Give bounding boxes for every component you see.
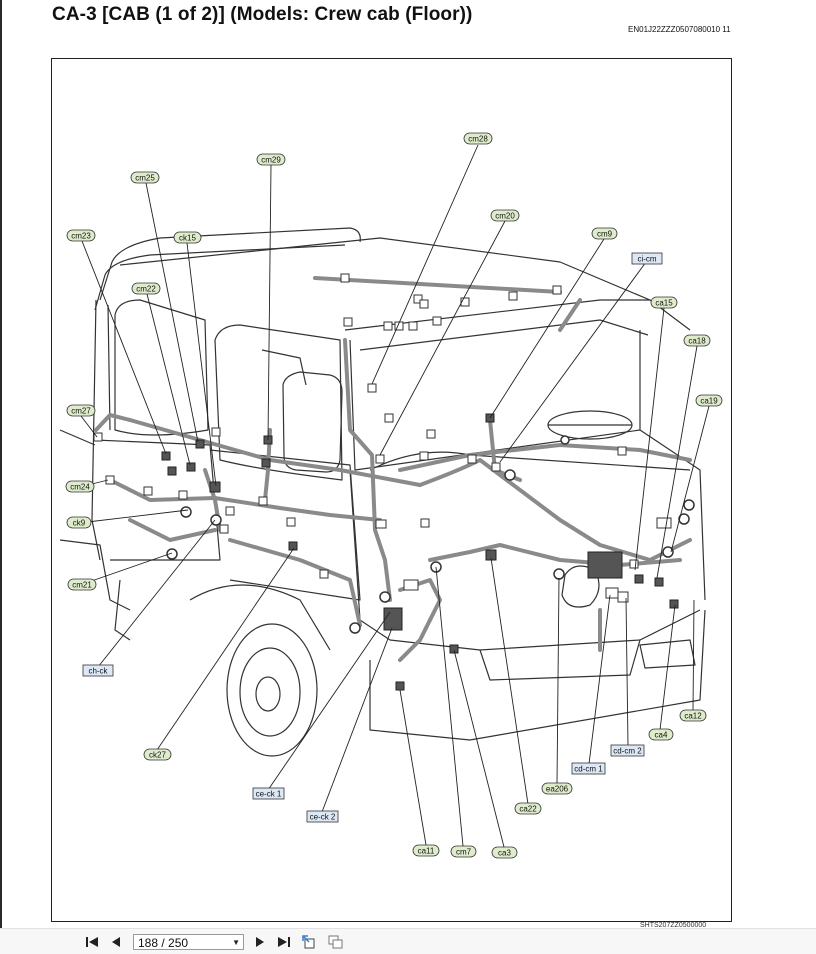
label-ca19: ca19 xyxy=(695,394,723,407)
svg-text:cm29: cm29 xyxy=(261,156,281,165)
label-cm20: cm20 xyxy=(490,209,520,222)
svg-text:cm22: cm22 xyxy=(136,285,156,294)
label-ca18: ca18 xyxy=(683,334,711,347)
svg-text:ca15: ca15 xyxy=(655,299,673,308)
svg-text:cm28: cm28 xyxy=(468,135,488,144)
label-ca15: ca15 xyxy=(650,296,678,309)
document-code: EN01J22ZZZ0507080010 11 xyxy=(628,25,731,34)
svg-text:cm27: cm27 xyxy=(71,407,91,416)
label-cm7: cm7 xyxy=(450,845,477,858)
svg-text:ce-ck 1: ce-ck 1 xyxy=(256,790,282,799)
label-cm22: cm22 xyxy=(131,282,161,295)
last-page-icon[interactable] xyxy=(276,934,292,950)
label-ce-ck-2: ce-ck 2 xyxy=(306,810,339,823)
label-cd-cm-1: cd-cm 1 xyxy=(571,762,606,775)
label-ch-ck: ch-ck xyxy=(82,664,114,677)
svg-text:cm20: cm20 xyxy=(495,212,515,221)
label-cm29: cm29 xyxy=(256,153,286,166)
label-ea206: ea206 xyxy=(541,782,573,795)
svg-text:cd-cm 2: cd-cm 2 xyxy=(613,747,642,756)
svg-text:ca3: ca3 xyxy=(498,849,511,858)
label-cm27: cm27 xyxy=(66,404,96,417)
rotate-view-icon[interactable] xyxy=(302,934,318,950)
label-ck15: ck15 xyxy=(173,231,202,244)
svg-text:ca11: ca11 xyxy=(418,847,435,856)
svg-text:ea206: ea206 xyxy=(546,785,569,794)
svg-text:ch-ck: ch-ck xyxy=(88,667,108,676)
label-cm28: cm28 xyxy=(463,132,493,145)
diagram-frame xyxy=(51,58,732,922)
pdf-viewer-toolbar: 188 / 250 ▼ xyxy=(0,928,816,954)
label-ca11: ca11 xyxy=(412,844,440,857)
label-ca3: ca3 xyxy=(491,846,518,859)
label-cm21: cm21 xyxy=(67,578,97,591)
page-number-select[interactable]: 188 / 250 ▼ xyxy=(133,934,244,950)
svg-text:ce-ck 2: ce-ck 2 xyxy=(310,813,336,822)
page-title: CA-3 [CAB (1 of 2)] (Models: Crew cab (F… xyxy=(52,4,473,25)
label-ca4: ca4 xyxy=(648,728,674,741)
svg-text:ca4: ca4 xyxy=(655,731,668,740)
chevron-down-icon: ▼ xyxy=(232,938,240,947)
svg-text:cm25: cm25 xyxy=(135,174,155,183)
footer-code: SHTS207ZZ0500000 xyxy=(640,922,707,928)
svg-text:ca18: ca18 xyxy=(688,337,706,346)
label-ca12: ca12 xyxy=(679,709,707,722)
next-page-icon[interactable] xyxy=(252,934,268,950)
label-cm23: cm23 xyxy=(66,229,96,242)
page-left-border xyxy=(0,0,2,928)
svg-text:ca19: ca19 xyxy=(700,397,718,406)
label-ck27: ck27 xyxy=(143,748,172,761)
label-ce-ck-1: ce-ck 1 xyxy=(252,787,285,800)
svg-text:cm9: cm9 xyxy=(597,230,613,239)
svg-text:cm7: cm7 xyxy=(456,848,472,857)
thumbnail-view-icon[interactable] xyxy=(328,934,344,950)
svg-text:cm21: cm21 xyxy=(72,581,92,590)
label-cm25: cm25 xyxy=(130,171,160,184)
first-page-icon[interactable] xyxy=(84,934,100,950)
svg-text:ck27: ck27 xyxy=(149,751,166,760)
wiring-diagram: cm28 cm29 cm25 cm20 cm9 ci-cm cm23 ck15 xyxy=(59,132,723,859)
label-cm24: cm24 xyxy=(65,480,95,493)
label-ck9: ck9 xyxy=(66,516,92,529)
label-ca22: ca22 xyxy=(514,802,542,815)
page-number-text: 188 / 250 xyxy=(138,936,189,950)
svg-text:ca12: ca12 xyxy=(684,712,702,721)
pdf-page: CA-3 [CAB (1 of 2)] (Models: Crew cab (F… xyxy=(0,0,732,928)
svg-text:cm24: cm24 xyxy=(70,483,90,492)
svg-text:ck9: ck9 xyxy=(73,519,86,528)
svg-text:ck15: ck15 xyxy=(179,234,196,243)
label-ci-cm: ci-cm xyxy=(631,252,663,265)
prev-page-icon[interactable] xyxy=(108,934,124,950)
svg-text:ca22: ca22 xyxy=(519,805,537,814)
svg-text:cm23: cm23 xyxy=(71,232,91,241)
label-cd-cm-2: cd-cm 2 xyxy=(610,744,645,757)
svg-text:cd-cm 1: cd-cm 1 xyxy=(574,765,603,774)
label-cm9: cm9 xyxy=(591,227,618,240)
svg-text:ci-cm: ci-cm xyxy=(637,255,656,264)
